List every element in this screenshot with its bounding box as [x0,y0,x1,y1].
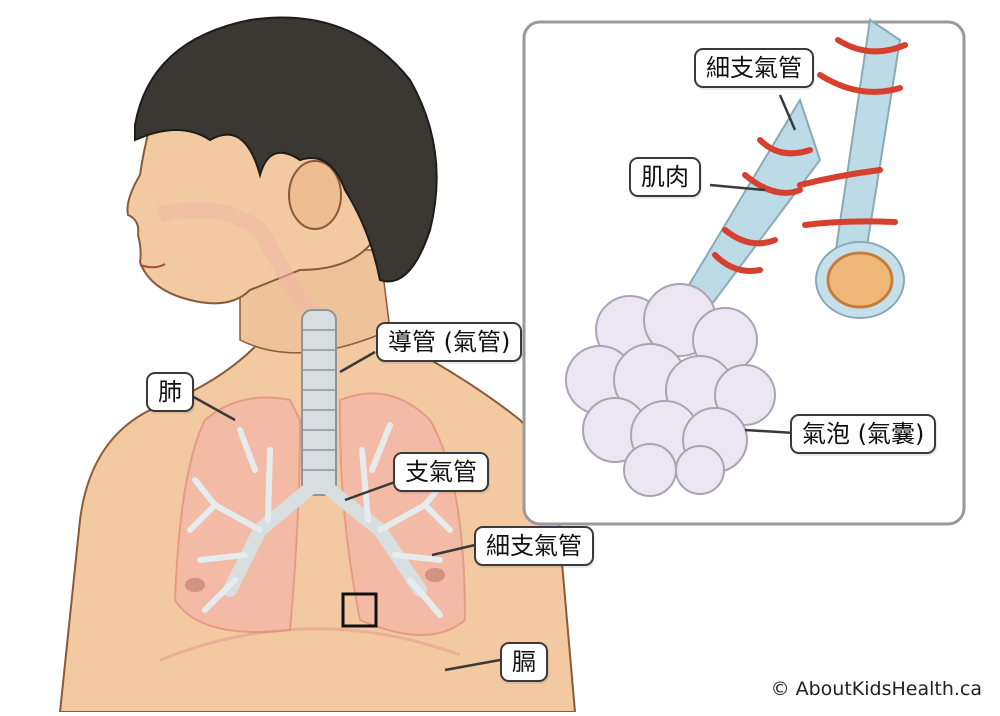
inset-alveoli [565,283,776,497]
airway-head [158,202,326,326]
inset-panel [522,18,966,526]
label-bronchus: 支氣管 [393,452,489,492]
label-lung: 肺 [146,372,194,412]
label-alveoli: 氣泡 (氣囊) [790,414,937,454]
label-muscle: 肌肉 [629,157,701,197]
label-bronchiole-body: 細支氣管 [474,526,594,566]
label-diaphragm: 膈 [500,642,548,682]
pointer-lines [189,94,797,672]
inset-muscle-bands [712,37,908,274]
bronchial-tree-left [359,422,453,618]
label-trachea: 導管 (氣管) [376,322,523,362]
trachea-tube [301,309,337,496]
square-marker-icon [341,592,378,628]
label-bronchiole-inset: 細支氣管 [694,48,814,88]
airways [185,309,453,618]
copyright-text: © AboutKidsHealth.ca [770,678,982,700]
hair [134,16,438,283]
diaphragm-curve [159,627,461,662]
mouth [139,263,166,269]
ear [288,160,342,230]
bronchial-tree-right [187,427,273,613]
